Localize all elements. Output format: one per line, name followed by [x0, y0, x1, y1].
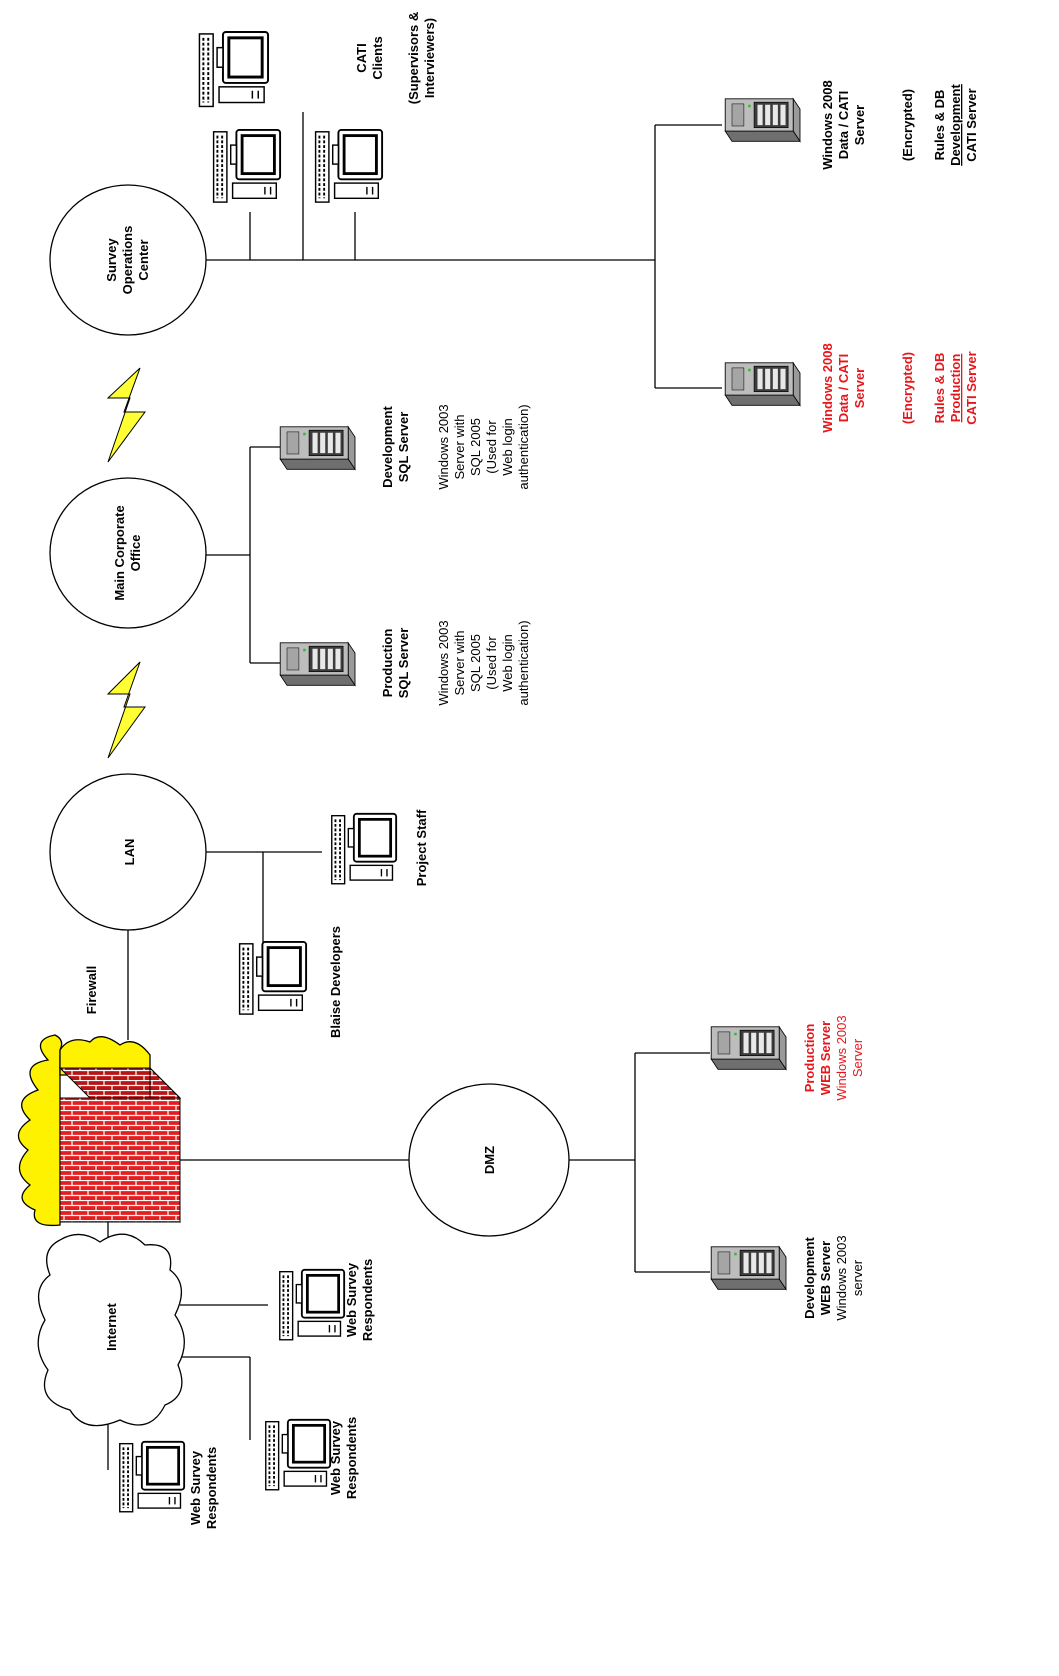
- corporate-label-1: Main Corporate: [112, 505, 127, 600]
- connections: [108, 112, 722, 1470]
- svg-text:Windows 2008: Windows 2008: [820, 343, 835, 432]
- web-respondents-label-c: Web Survey Respondents: [188, 1447, 219, 1529]
- svg-text:Interviewers): Interviewers): [422, 18, 437, 98]
- dmz-label: DMZ: [482, 1146, 497, 1174]
- svg-text:Server: Server: [850, 1038, 865, 1077]
- svg-text:Web Survey: Web Survey: [344, 1262, 359, 1337]
- corporate-label-2: Office: [128, 535, 143, 572]
- cati-client-pc-3: [316, 130, 383, 202]
- svg-text:Web login: Web login: [500, 634, 515, 692]
- cati-client-pc-2: [214, 130, 281, 202]
- svg-text:(Used for: (Used for: [484, 420, 499, 474]
- svg-text:Windows 2008: Windows 2008: [820, 80, 835, 169]
- svg-text:WEB Server: WEB Server: [818, 1021, 833, 1095]
- prod-sql-server-label: Production SQL Server Windows 2003 Serve…: [380, 620, 531, 705]
- svg-text:(Encrypted): (Encrypted): [900, 89, 915, 161]
- svg-text:Respondents: Respondents: [360, 1259, 375, 1341]
- svg-text:Server with: Server with: [452, 414, 467, 479]
- firewall-label: Firewall: [84, 966, 99, 1014]
- svg-text:SQL Server: SQL Server: [396, 412, 411, 483]
- project-staff-label: Project Staff: [414, 809, 429, 886]
- wan-link-lightning-2: [108, 662, 145, 758]
- web-respondent-pc-a: [280, 1270, 344, 1340]
- svg-text:server: server: [850, 1259, 865, 1296]
- svg-text:authentication): authentication): [516, 404, 531, 489]
- prod-web-server-label: Production WEB Server Windows 2003 Serve…: [802, 1015, 865, 1100]
- svg-text:Respondents: Respondents: [204, 1447, 219, 1529]
- dmz-node: DMZ: [409, 1084, 569, 1236]
- web-respondents-label-b: Web Survey Respondents: [328, 1417, 359, 1499]
- lan-label: LAN: [122, 839, 137, 866]
- svg-text:Production: Production: [948, 354, 963, 423]
- dev-web-server-icon: [711, 1247, 786, 1290]
- dev-cati-server-icon: [725, 99, 800, 142]
- dev-sql-server-icon: [280, 427, 355, 470]
- svg-text:SQL 2005: SQL 2005: [468, 418, 483, 476]
- svg-text:Windows 2003: Windows 2003: [834, 1235, 849, 1320]
- svg-text:Respondents: Respondents: [344, 1417, 359, 1499]
- svg-text:Server: Server: [852, 368, 867, 408]
- cati-client-pc-1: [199, 32, 268, 106]
- svg-text:SQL Server: SQL Server: [396, 628, 411, 699]
- svg-text:SQL 2005: SQL 2005: [468, 634, 483, 692]
- svg-text:(Used for: (Used for: [484, 636, 499, 690]
- svg-text:Production: Production: [802, 1024, 817, 1093]
- survey-ops-label-2: Operations: [120, 226, 135, 295]
- dev-cati-server-label: Windows 2008 Data / CATI Server (Encrypt…: [820, 80, 979, 169]
- svg-text:Development: Development: [948, 84, 963, 166]
- blaise-developers-pc: [240, 942, 307, 1014]
- survey-ops-label-3: Center: [136, 239, 151, 280]
- lan-node: LAN: [50, 774, 206, 930]
- svg-text:authentication): authentication): [516, 620, 531, 705]
- svg-text:Windows 2003: Windows 2003: [436, 404, 451, 489]
- cati-clients-label: CATI Clients (Supervisors & Interviewers…: [354, 12, 437, 104]
- svg-text:Clients: Clients: [370, 36, 385, 79]
- web-respondent-pc-b: [266, 1420, 330, 1490]
- svg-text:Rules & DB: Rules & DB: [932, 90, 947, 161]
- firewall-icon: [18, 1035, 180, 1225]
- svg-text:WEB Server: WEB Server: [818, 1241, 833, 1315]
- svg-text:CATI Server: CATI Server: [964, 351, 979, 424]
- wan-link-lightning-1: [108, 368, 145, 462]
- prod-web-server-icon: [711, 1027, 786, 1070]
- svg-text:CATI: CATI: [354, 43, 369, 72]
- prod-sql-server-icon: [280, 643, 355, 686]
- survey-operations-node: Survey Operations Center: [50, 185, 206, 335]
- web-respondent-pc-c: [120, 1442, 184, 1512]
- svg-text:Web Survey: Web Survey: [328, 1420, 343, 1495]
- corporate-office-node: Main Corporate Office: [50, 478, 206, 628]
- svg-text:(Supervisors &: (Supervisors &: [406, 12, 421, 104]
- dev-web-server-label: Development WEB Server Windows 2003 serv…: [802, 1235, 865, 1320]
- svg-text:Data / CATI: Data / CATI: [836, 91, 851, 159]
- survey-ops-label-1: Survey: [104, 238, 119, 282]
- svg-text:Windows 2003: Windows 2003: [834, 1015, 849, 1100]
- svg-text:Web Survey: Web Survey: [188, 1450, 203, 1525]
- svg-text:Windows 2003: Windows 2003: [436, 620, 451, 705]
- svg-text:Server with: Server with: [452, 630, 467, 695]
- internet-label: Internet: [104, 1302, 119, 1350]
- svg-text:Production: Production: [380, 629, 395, 698]
- prod-cati-server-icon: [725, 363, 800, 406]
- svg-text:Server: Server: [852, 105, 867, 145]
- svg-text:Data / CATI: Data / CATI: [836, 354, 851, 422]
- svg-text:Development: Development: [802, 1237, 817, 1319]
- svg-text:Development: Development: [380, 406, 395, 488]
- svg-text:Web login: Web login: [500, 418, 515, 476]
- internet-node: Internet: [38, 1234, 184, 1425]
- svg-text:Rules & DB: Rules & DB: [932, 353, 947, 424]
- web-respondents-label-a: Web Survey Respondents: [344, 1259, 375, 1341]
- dev-sql-server-label: Development SQL Server Windows 2003 Serv…: [380, 404, 531, 489]
- prod-cati-server-label: Windows 2008 Data / CATI Server (Encrypt…: [820, 343, 979, 432]
- blaise-developers-label: Blaise Developers: [328, 926, 343, 1038]
- svg-text:CATI Server: CATI Server: [964, 88, 979, 161]
- project-staff-pc: [332, 814, 396, 884]
- svg-text:(Encrypted): (Encrypted): [900, 352, 915, 424]
